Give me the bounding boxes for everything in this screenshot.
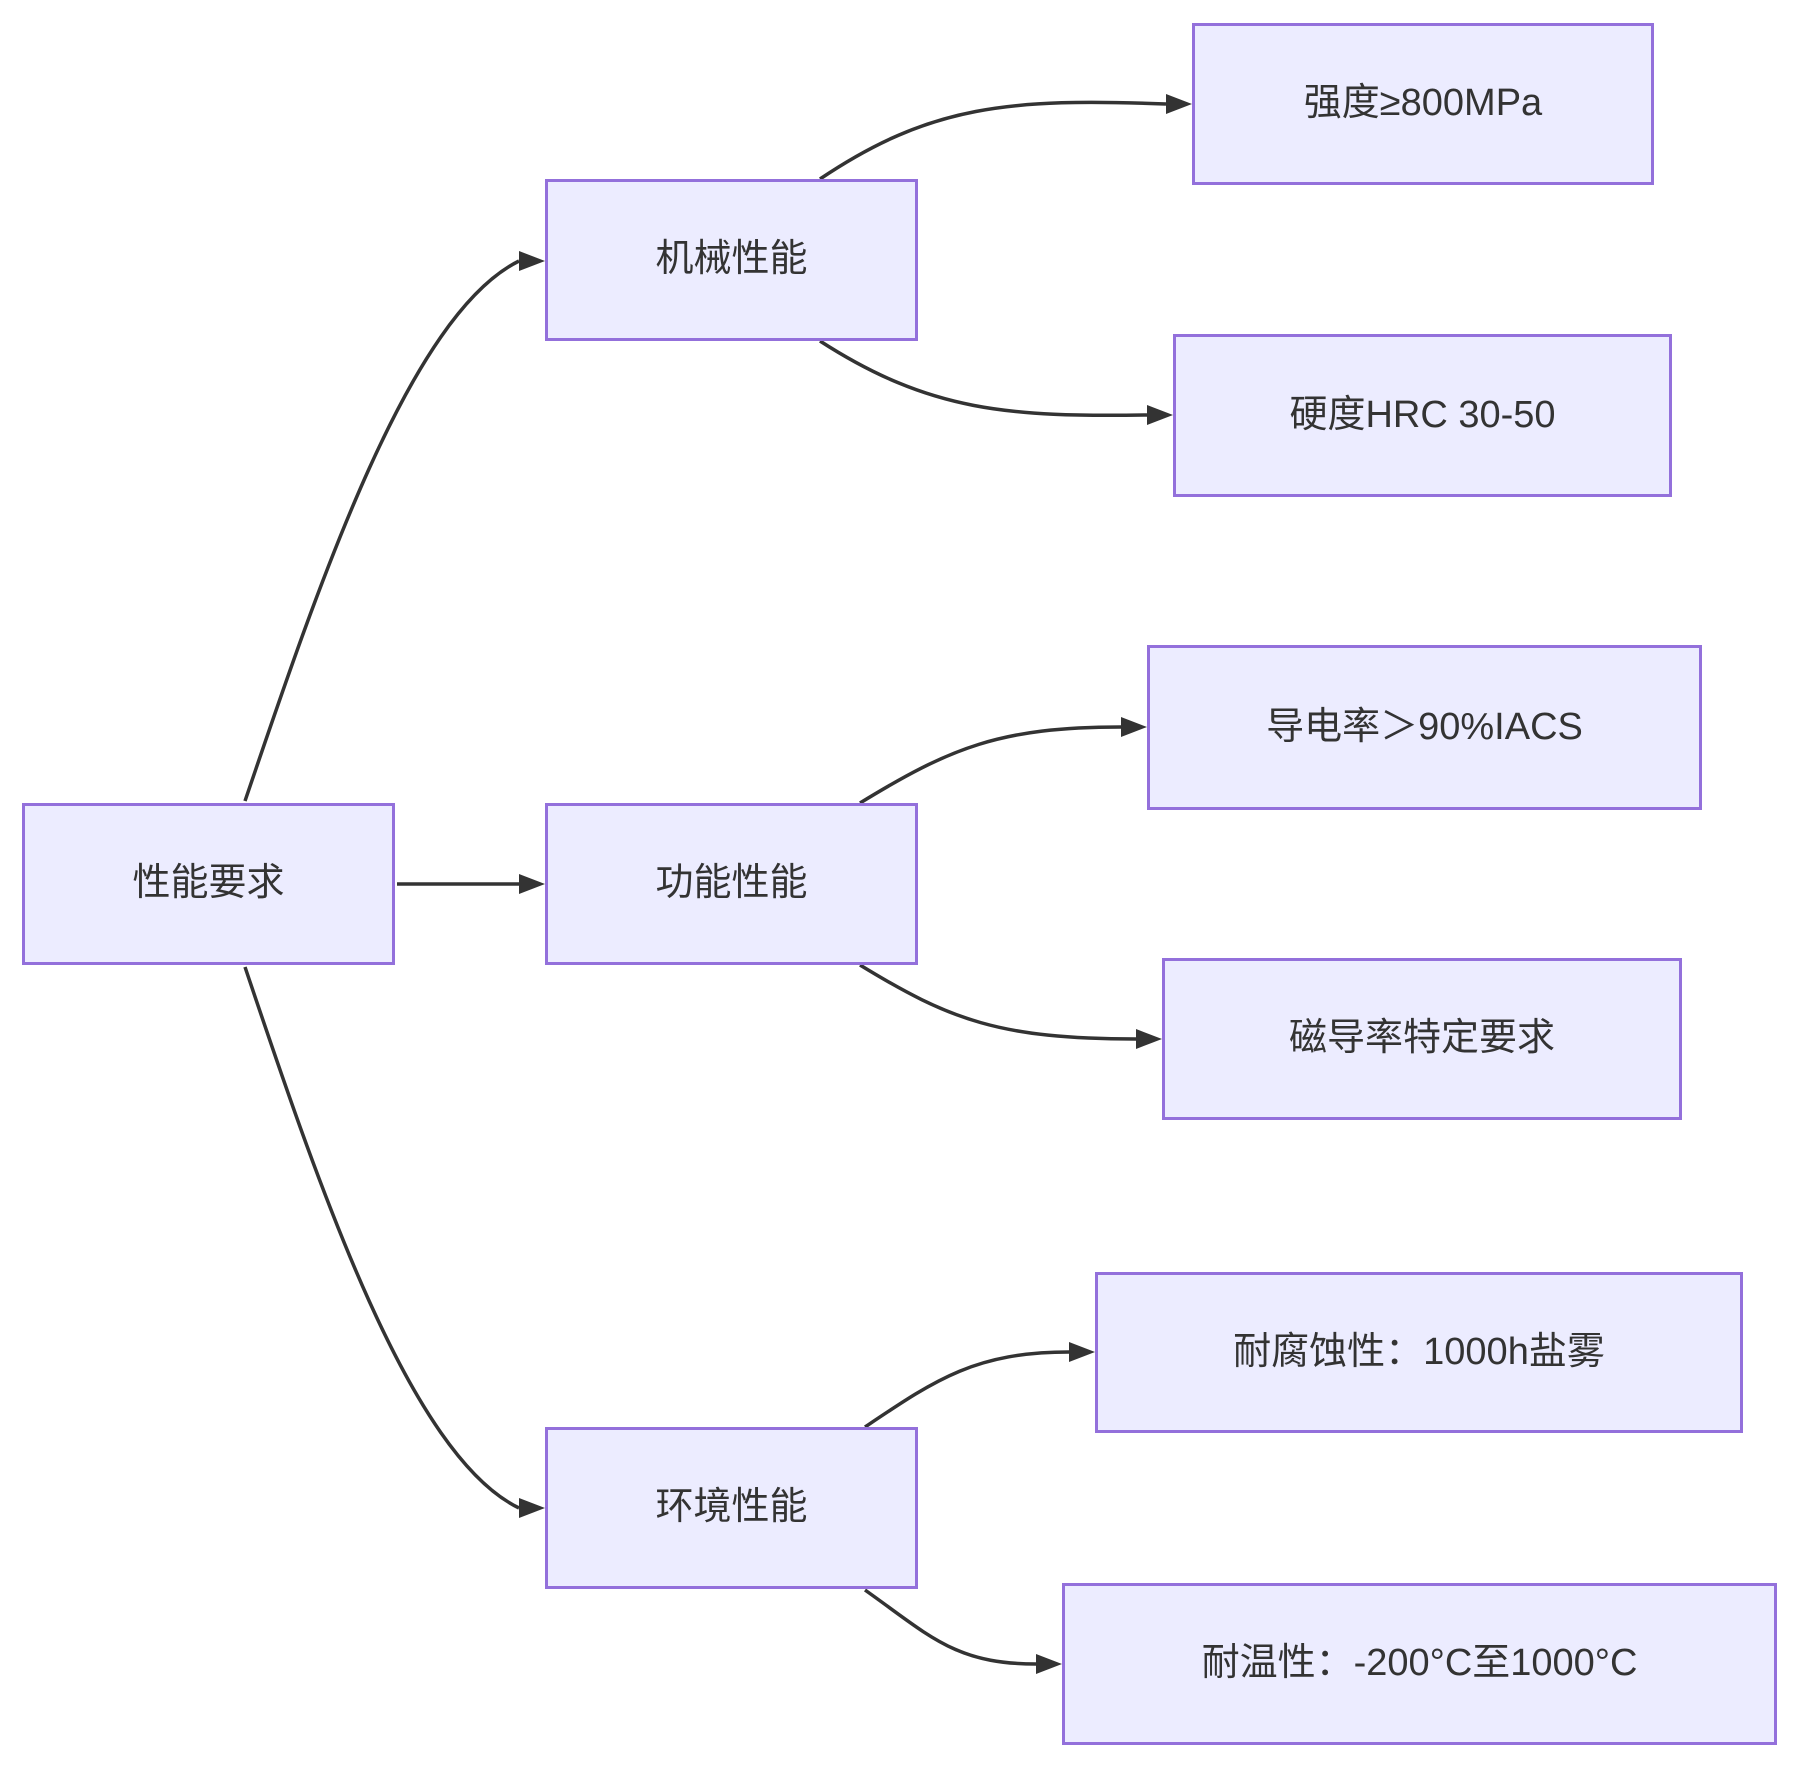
edge-mechanical-to-strength (819, 94, 1192, 181)
node-environmental-performance: 环境性能 (545, 1427, 918, 1589)
node-functional-performance: 功能性能 (545, 803, 918, 965)
node-label: 硬度HRC 30-50 (1289, 393, 1556, 436)
edge-root-to-environmental (243, 966, 545, 1518)
node-label: 导电率＞90%IACS (1266, 705, 1583, 748)
node-label: 环境性能 (655, 1486, 808, 1529)
node-strength-spec: 强度≥800MPa (1192, 23, 1654, 185)
node-label: 耐温性：-200°C至1000°C (1201, 1642, 1638, 1685)
edge-environmental-to-temperature (863, 1588, 1062, 1674)
node-performance-requirements: 性能要求 (22, 803, 395, 965)
node-hardness-spec: 硬度HRC 30-50 (1173, 334, 1672, 497)
node-permeability-spec: 磁导率特定要求 (1162, 958, 1682, 1120)
node-label: 功能性能 (655, 862, 808, 905)
node-corrosion-spec: 耐腐蚀性：1000h盐雾 (1095, 1272, 1743, 1433)
node-label: 机械性能 (655, 238, 808, 281)
node-mechanical-performance: 机械性能 (545, 179, 918, 341)
edge-functional-to-conductivity (859, 717, 1147, 805)
node-conductivity-spec: 导电率＞90%IACS (1147, 645, 1702, 810)
node-label: 磁导率特定要求 (1288, 1017, 1555, 1060)
edge-environmental-to-corrosion (864, 1342, 1095, 1429)
node-label: 强度≥800MPa (1303, 82, 1543, 125)
node-label: 耐腐蚀性：1000h盐雾 (1233, 1330, 1605, 1373)
edge-mechanical-to-hardness (819, 339, 1173, 425)
node-label: 性能要求 (132, 862, 285, 905)
node-temperature-spec: 耐温性：-200°C至1000°C (1062, 1583, 1777, 1745)
edge-functional-to-permeability (859, 963, 1162, 1049)
edge-root-to-mechanical (243, 251, 545, 802)
